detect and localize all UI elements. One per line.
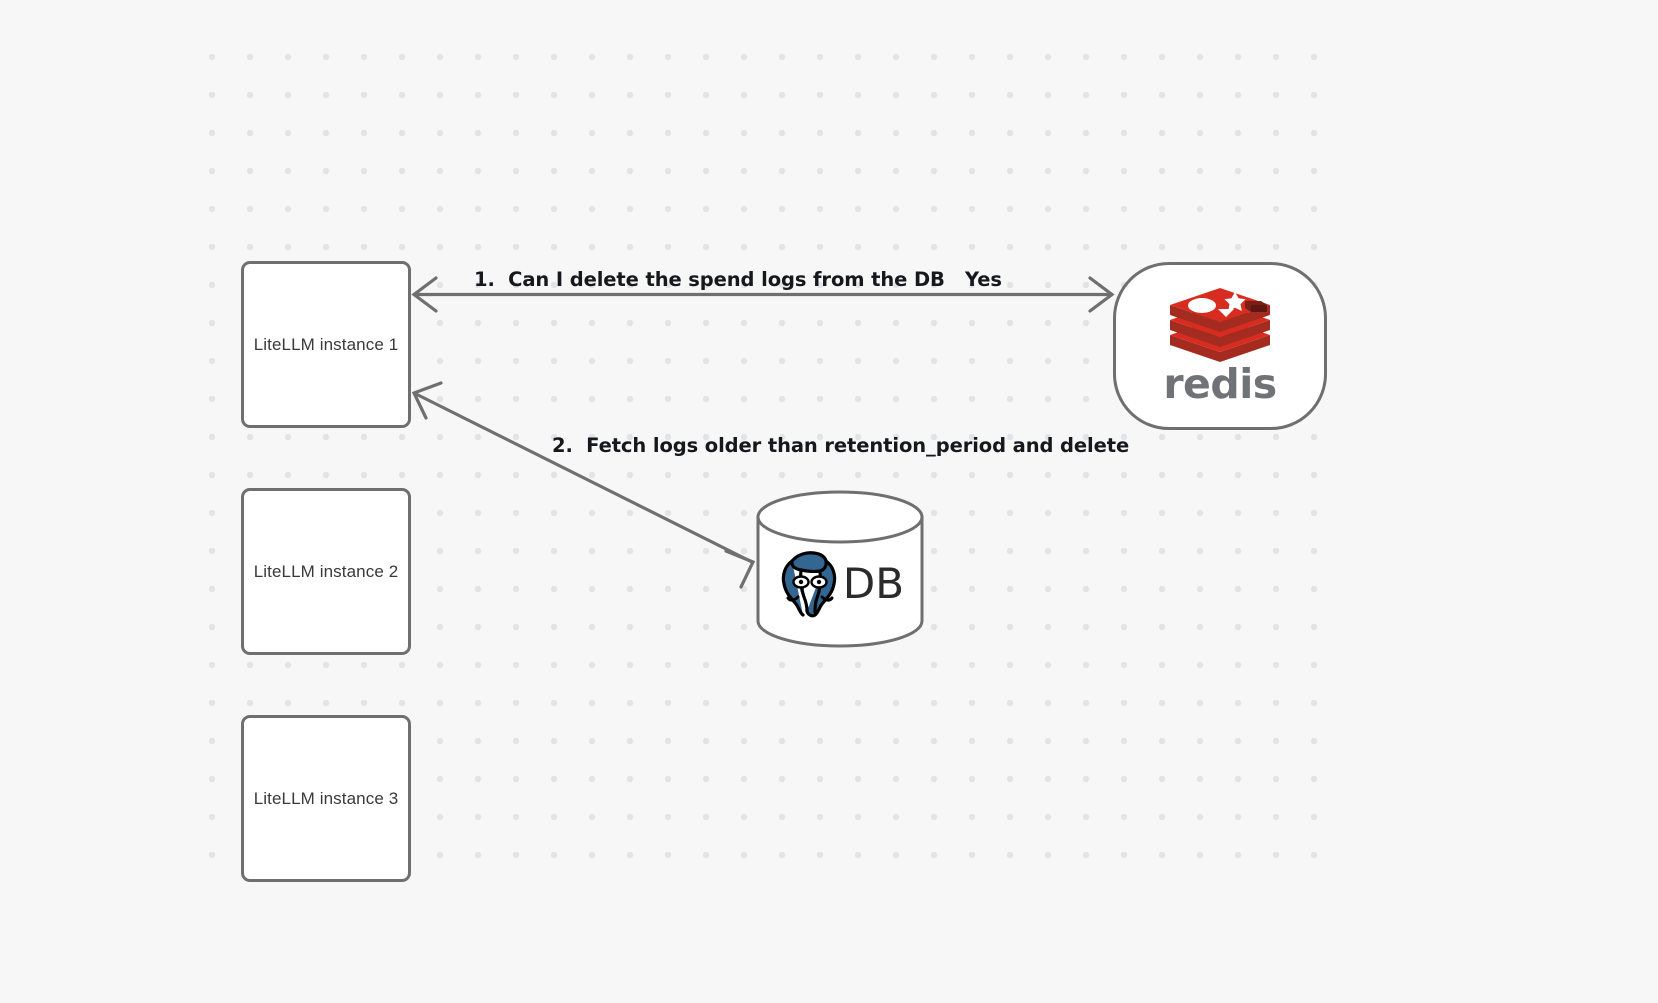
- edge-line: [415, 392, 753, 564]
- arrowhead-lower-right: [724, 549, 756, 589]
- redis-logo-icon: [1170, 287, 1270, 362]
- node-postgres-db[interactable]: DB: [755, 489, 925, 649]
- node-litellm-instance-1[interactable]: LiteLLM instance 1: [241, 261, 411, 428]
- node-redis[interactable]: redis: [1113, 262, 1327, 430]
- edge-instance1-db[interactable]: [411, 381, 756, 589]
- database-logo-row: DB: [755, 545, 925, 623]
- arrowhead-upper-left: [411, 381, 443, 420]
- node-label: LiteLLM instance 2: [253, 561, 399, 581]
- postgresql-elephant-icon: [781, 551, 837, 618]
- database-label: DB: [842, 559, 905, 608]
- node-label: LiteLLM instance 3: [253, 788, 399, 808]
- node-litellm-instance-3[interactable]: LiteLLM instance 3: [241, 715, 411, 882]
- edge-instance1-redis[interactable]: [411, 276, 1115, 313]
- edge-label-step-1-answer: Yes: [965, 268, 1002, 291]
- arrowhead-right: [1088, 276, 1115, 313]
- redis-wordmark: redis: [1163, 359, 1277, 408]
- node-litellm-instance-2[interactable]: LiteLLM instance 2: [241, 488, 411, 655]
- edge-label-step-1: 1. Can I delete the spend logs from the …: [474, 268, 945, 291]
- database-cylinder-shape: [756, 490, 924, 648]
- edge-label-step-2: 2. Fetch logs older than retention_perio…: [552, 434, 1130, 457]
- node-label: LiteLLM instance 1: [253, 334, 399, 354]
- arrowhead-left: [411, 276, 438, 313]
